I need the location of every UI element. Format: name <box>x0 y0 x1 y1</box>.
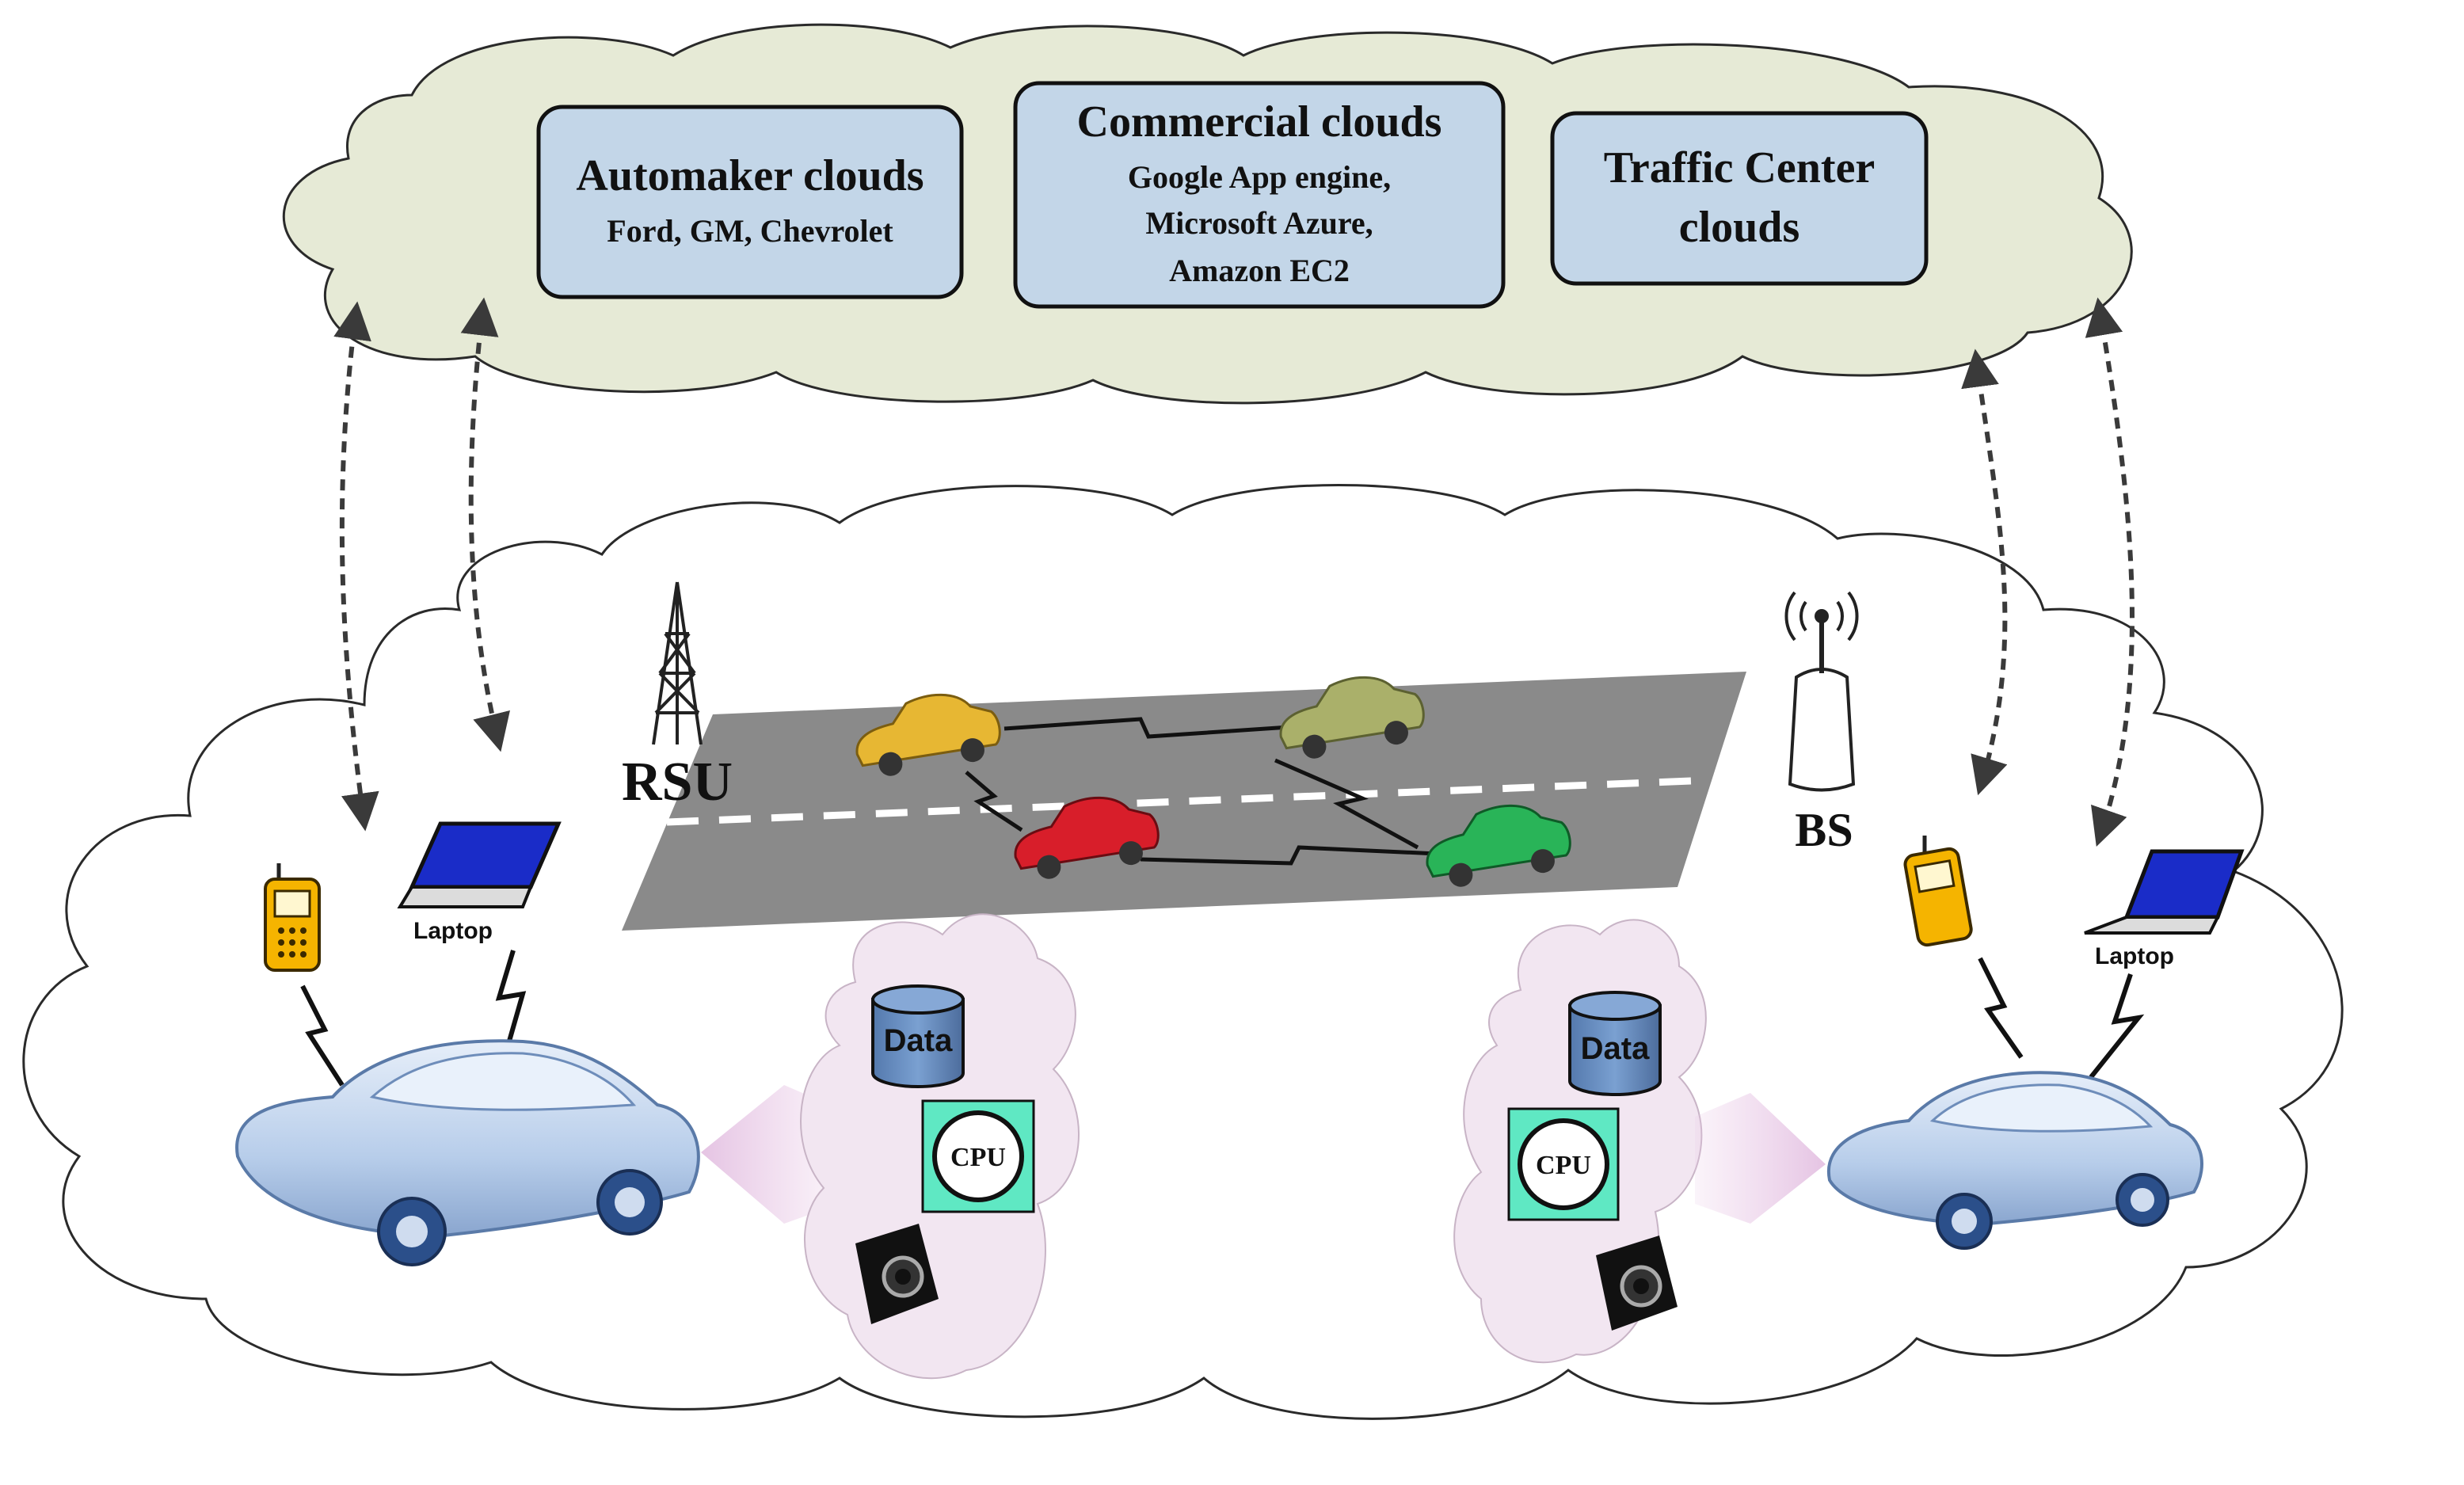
lightning-link-icon <box>2089 973 2145 1079</box>
offload-beam-right <box>1695 1093 1826 1224</box>
cpu-left-label: CPU <box>950 1143 1006 1172</box>
camera-icon <box>855 1224 939 1324</box>
automaker-clouds-members: Ford, GM, Chevrolet <box>607 213 893 249</box>
automaker-clouds-title: Automaker clouds <box>576 151 924 200</box>
database-icon: Data <box>871 984 965 1088</box>
phone-icon <box>1903 836 1973 947</box>
car-icon <box>1014 796 1160 879</box>
radio-tower-icon <box>652 581 703 745</box>
commercial-clouds-line-1: Google App engine, <box>1128 159 1391 195</box>
vehicular-cloud <box>22 484 2344 1420</box>
commercial-clouds-box: Commercial clouds Google App engine, Mic… <box>1013 81 1506 309</box>
camera-icon <box>1596 1236 1678 1331</box>
cpu-right-label: CPU <box>1536 1151 1591 1180</box>
lightning-link-icon <box>495 950 527 1050</box>
data-left-label: Data <box>884 1023 953 1058</box>
database-icon: Data <box>1568 991 1662 1096</box>
laptop-right-label: Laptop <box>2095 943 2174 969</box>
car-icon <box>1826 1071 2203 1250</box>
automaker-clouds-box: Automaker clouds Ford, GM, Chevrolet <box>536 105 964 299</box>
commercial-clouds-line-2: Microsoft Azure, <box>1145 205 1373 241</box>
traffic-center-title-line-2: clouds <box>1679 203 1800 252</box>
antenna-icon <box>1784 591 1859 792</box>
link-arrow-left-1 <box>333 301 379 832</box>
lightning-link-icon <box>1978 957 2024 1059</box>
commercial-clouds-line-3: Amazon EC2 <box>1169 253 1350 288</box>
cpu-icon: CPU <box>1507 1107 1620 1221</box>
link-arrow-left-2 <box>460 297 510 752</box>
traffic-center-title-line-1: Traffic Center <box>1604 143 1876 192</box>
rsu-label: RSU <box>622 752 733 813</box>
link-arrow-right-1 <box>1961 348 2008 796</box>
link-arrow-right-2 <box>2085 297 2135 847</box>
commercial-clouds-title: Commercial clouds <box>1077 97 1442 147</box>
lightning-link-icon <box>300 984 345 1087</box>
data-right-label: Data <box>1581 1031 1650 1066</box>
laptop-left-label: Laptop <box>413 918 493 944</box>
cpu-icon: CPU <box>921 1099 1035 1213</box>
car-icon <box>855 693 1001 776</box>
traffic-center-clouds-box: Traffic Center clouds <box>1550 111 1929 286</box>
phone-icon <box>264 863 321 972</box>
cloud-link-arrows <box>333 297 2135 847</box>
lightning-link-icon <box>1274 758 1419 850</box>
bs-label: BS <box>1795 804 1853 856</box>
lightning-link-icon <box>1003 717 1290 739</box>
car-icon <box>1279 676 1425 759</box>
v2v-links <box>965 717 1438 866</box>
car-icon <box>235 1039 700 1266</box>
laptop-icon <box>397 821 562 908</box>
car-icon <box>1426 804 1571 887</box>
laptop-icon <box>2084 849 2245 935</box>
lightning-link-icon <box>1140 845 1438 866</box>
lightning-link-icon <box>965 771 1023 832</box>
